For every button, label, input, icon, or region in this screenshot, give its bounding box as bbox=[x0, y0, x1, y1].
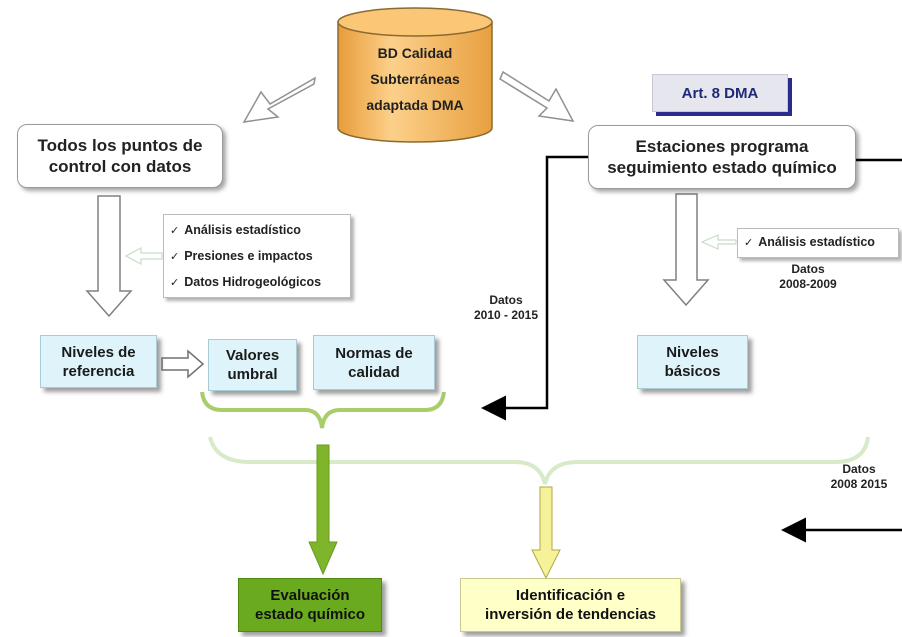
left-checklist-item: ✓ Datos Hidrogeológicos bbox=[164, 269, 350, 295]
check-icon: ✓ bbox=[744, 236, 754, 249]
database-cylinder-icon bbox=[337, 7, 493, 143]
database-line-2: Subterráneas bbox=[370, 71, 460, 87]
left-checklist: ✓ Análisis estadístico ✓ Presiones e imp… bbox=[163, 214, 351, 298]
check-icon: ✓ bbox=[170, 276, 180, 289]
normas-calidad-line-1: Normas de bbox=[335, 344, 413, 362]
niveles-basicos-line-2: básicos bbox=[664, 363, 721, 380]
all-control-points-line-2: control con datos bbox=[48, 157, 192, 176]
check-icon: ✓ bbox=[170, 250, 180, 263]
valores-umbral-line-2: umbral bbox=[227, 366, 278, 383]
identificacion-tendencias-box: Identificación e inversión de tendencias bbox=[460, 578, 681, 632]
evaluacion-line-2: estado químico bbox=[254, 606, 366, 623]
datos-2008-2015-line-2: 2008 2015 bbox=[830, 477, 888, 491]
green-down-arrow bbox=[308, 444, 338, 576]
right-checklist: ✓ Análisis estadístico bbox=[737, 228, 899, 258]
monitoring-stations-line-2: seguimiento estado químico bbox=[607, 158, 837, 177]
niveles-referencia-box: Niveles de referencia bbox=[40, 335, 157, 388]
left-checklist-item-label: Análisis estadístico bbox=[184, 223, 301, 237]
left-down-arrow bbox=[85, 195, 133, 318]
left-checklist-item: ✓ Análisis estadístico bbox=[164, 217, 350, 243]
identificacion-line-2: inversión de tendencias bbox=[485, 606, 656, 623]
database-label: BD Calidad Subterráneas adaptada DMA bbox=[345, 40, 485, 118]
db-to-right-arrow bbox=[499, 70, 575, 122]
left-checklist-arrow bbox=[124, 247, 163, 265]
all-control-points-box: Todos los puntos de control con datos bbox=[17, 124, 223, 188]
datos-2008-2009-line-1: Datos bbox=[791, 262, 825, 276]
niveles-basicos-line-1: Niveles bbox=[666, 344, 719, 361]
db-to-left-arrow bbox=[242, 76, 317, 123]
database-line-3: adaptada DMA bbox=[366, 97, 464, 113]
pale-brace bbox=[208, 436, 870, 485]
check-icon: ✓ bbox=[170, 224, 180, 237]
niveles-to-valores-arrow bbox=[161, 349, 205, 379]
datos-2008-2009-line-2: 2008-2009 bbox=[779, 277, 837, 291]
green-brace bbox=[200, 391, 446, 429]
datos-2008-2015-label: Datos 2008 2015 bbox=[818, 462, 900, 492]
right-checklist-item-label: Análisis estadístico bbox=[758, 235, 875, 249]
art8-dma-label: Art. 8 DMA bbox=[652, 74, 788, 112]
monitoring-stations-line-1: Estaciones programa bbox=[635, 137, 809, 156]
niveles-referencia-line-2: referencia bbox=[62, 362, 135, 380]
left-checklist-item-label: Datos Hidrogeológicos bbox=[184, 275, 322, 289]
left-checklist-item: ✓ Presiones e impactos bbox=[164, 243, 350, 269]
datos-2008-2015-line-1: Datos bbox=[842, 462, 876, 476]
evaluacion-line-1: Evaluación bbox=[270, 587, 350, 604]
normas-calidad-line-2: calidad bbox=[348, 363, 400, 381]
database-line-1: BD Calidad bbox=[377, 45, 453, 61]
niveles-basicos-box: Niveles básicos bbox=[637, 335, 748, 389]
datos-2010-2015-label: Datos 2010 - 2015 bbox=[466, 293, 546, 323]
datos-2010-2015-line-2: 2010 - 2015 bbox=[473, 308, 539, 322]
all-control-points-line-1: Todos los puntos de bbox=[37, 136, 203, 155]
valores-umbral-box: Valores umbral bbox=[208, 339, 297, 391]
identificacion-line-1: Identificación e bbox=[515, 587, 626, 604]
art8-dma-text: Art. 8 DMA bbox=[681, 84, 759, 102]
yellow-down-arrow bbox=[531, 486, 561, 580]
left-checklist-item-label: Presiones e impactos bbox=[184, 249, 313, 263]
normas-calidad-box: Normas de calidad bbox=[313, 335, 435, 390]
evaluacion-estado-quimico-box: Evaluación estado químico bbox=[238, 578, 382, 632]
valores-umbral-line-1: Valores bbox=[225, 347, 280, 364]
right-down-arrow bbox=[662, 193, 710, 307]
datos-2008-2009-label: Datos 2008-2009 bbox=[768, 262, 848, 292]
datos-2010-2015-connector bbox=[481, 155, 588, 421]
right-checklist-arrow bbox=[700, 234, 737, 250]
right-checklist-item: ✓ Análisis estadístico bbox=[738, 229, 898, 255]
monitoring-stations-box: Estaciones programa seguimiento estado q… bbox=[588, 125, 856, 189]
datos-2010-2015-line-1: Datos bbox=[489, 293, 523, 307]
niveles-referencia-line-1: Niveles de bbox=[61, 343, 136, 361]
